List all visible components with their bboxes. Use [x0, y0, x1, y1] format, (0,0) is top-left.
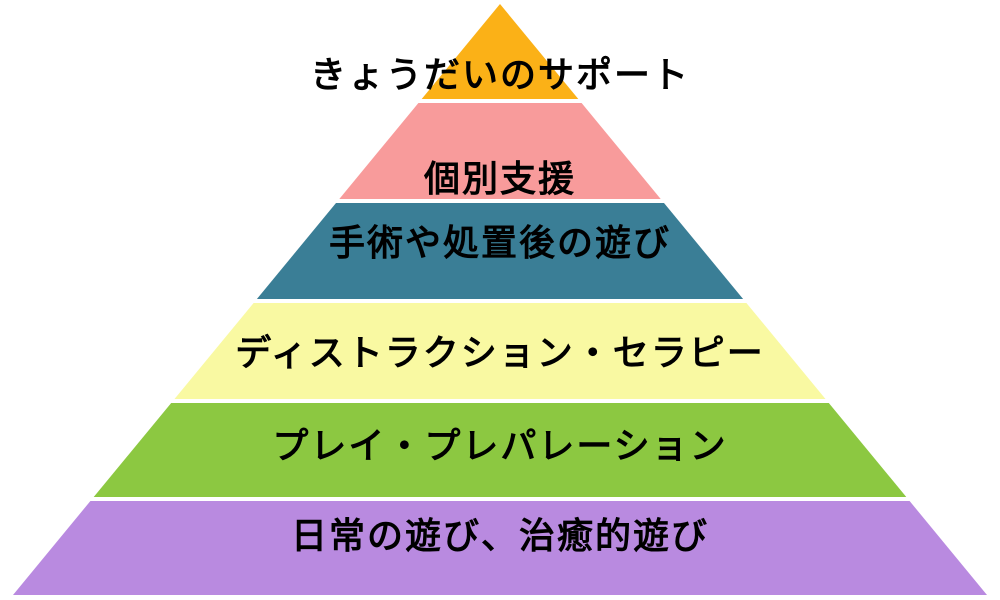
- pyramid-level-everyday-therapeutic-play-shape: [13, 501, 987, 595]
- pyramid-level-individual-support-shape: [339, 103, 661, 199]
- pyramid-level-play-preparation-shape: [93, 403, 907, 497]
- pyramid-level-distraction-therapy-shape: [174, 303, 826, 399]
- pyramid-level-post-procedure-play-shape: [256, 203, 744, 299]
- pyramid-level-sibling-support-shape: [421, 4, 579, 99]
